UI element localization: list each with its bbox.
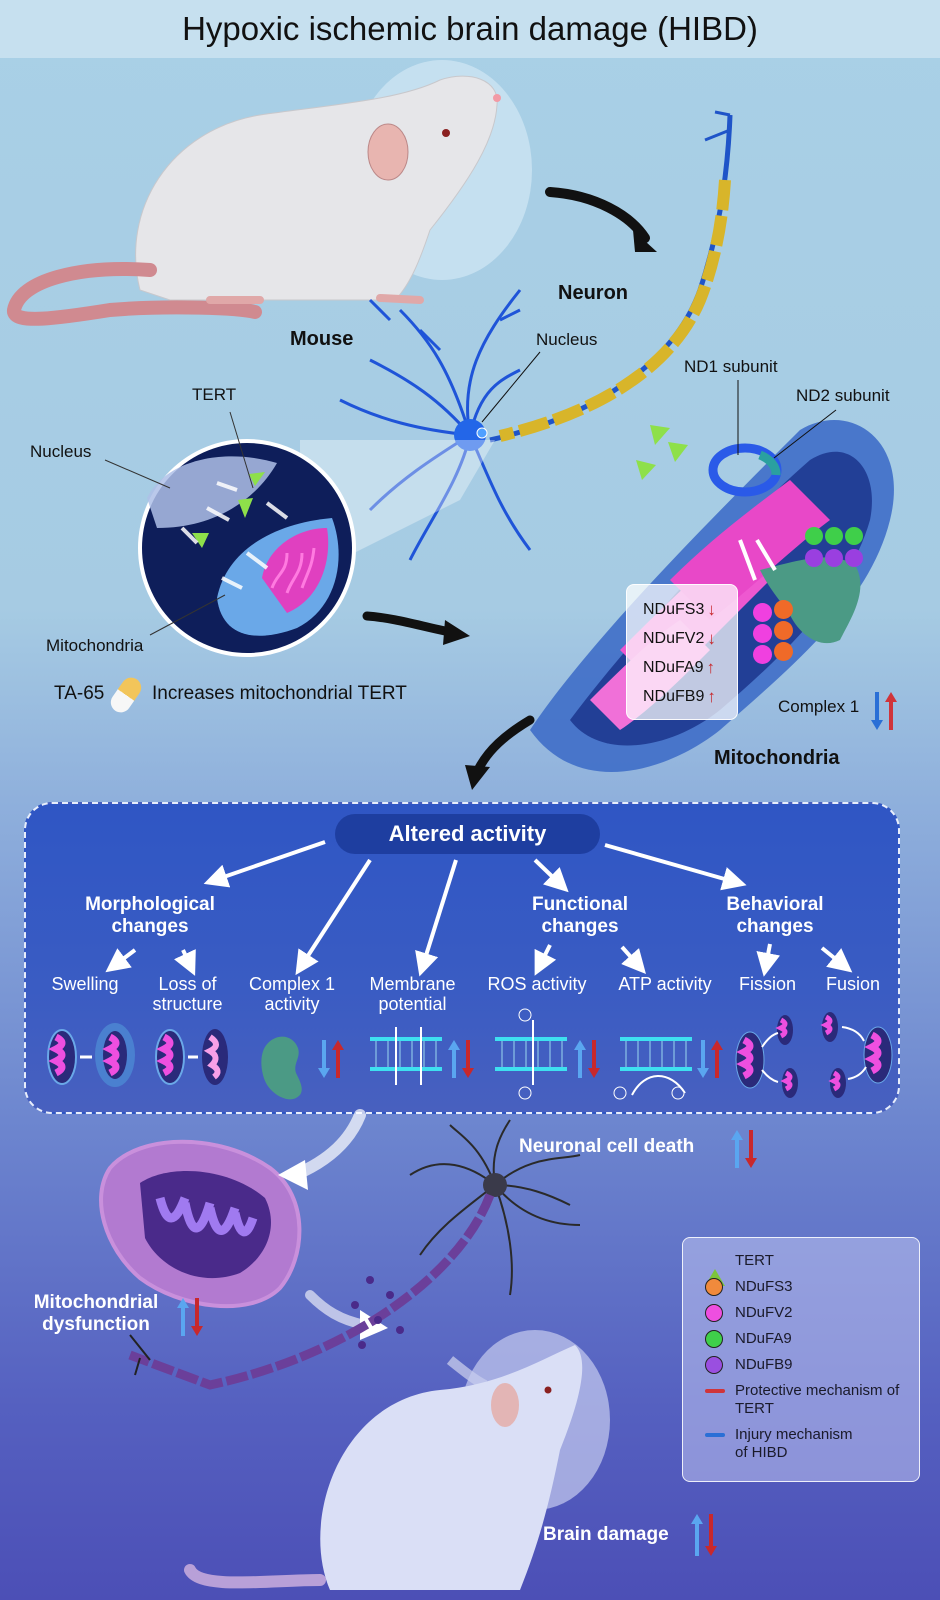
mitochondria-title: Mitochondria <box>714 747 840 769</box>
functional-changes-heading: Functional changes <box>531 894 629 937</box>
legend-label: NDuFA9 <box>735 1330 792 1347</box>
inset-tert-label: TERT <box>192 385 237 404</box>
loss-of-structure-label: Loss of structure <box>152 974 223 1014</box>
down-arrow-icon: ↓ <box>707 628 716 648</box>
subunit-name: NDuFB9 <box>643 687 705 705</box>
down-arrow-icon: ↓ <box>707 599 716 619</box>
behavioral-changes-heading: Behavioral changes <box>726 894 824 937</box>
legend-item-protective: Protective mechanism of TERT <box>705 1382 919 1418</box>
orange-circle-icon <box>705 1278 723 1296</box>
atp-activity-bilayer-icon <box>613 1037 692 1100</box>
neuron-axon <box>489 110 733 443</box>
neuronal-cell-death-arrows-icon <box>731 1130 757 1168</box>
purple-circle-icon <box>705 1356 723 1374</box>
membrane-potential-bilayer-icon <box>370 1027 442 1085</box>
bottom-mouse-illustration <box>184 1330 610 1590</box>
ros-activity-label: ROS activity <box>487 974 587 994</box>
arrow-to-activity <box>465 715 535 790</box>
mitochondrial-dysfunction-line1: Mitochondrial <box>33 1292 159 1313</box>
legend-label: Injury mechanism of HIBD <box>735 1426 853 1461</box>
green-circle-icon <box>705 1330 723 1348</box>
legend-label: NDuFB9 <box>735 1356 793 1373</box>
nd2-subunit-label: ND2 subunit <box>796 386 890 405</box>
subunit-row: NDuFS3↓ <box>643 595 737 624</box>
swelling-mitochondria-icon <box>47 1023 135 1087</box>
fusion-mitochondria-icon <box>820 1012 893 1098</box>
complex1-down-up-arrows-icon <box>871 692 897 730</box>
altered-activity-title: Altered activity <box>335 814 600 854</box>
fission-mitochondria-icon <box>735 1015 798 1098</box>
arrow-inset-to-mitochondria <box>362 611 470 645</box>
subunit-row: NDuFB9↑ <box>643 682 737 711</box>
inset-nucleus-label: Nucleus <box>30 442 92 461</box>
ros-activity-arrows-icon <box>574 1040 600 1078</box>
mouse-illustration <box>7 60 532 326</box>
legend-label: NDuFS3 <box>735 1278 793 1295</box>
subunit-leaders <box>737 380 837 459</box>
fission-label: Fission <box>738 974 796 994</box>
drug-name: TA-65 <box>54 683 105 704</box>
complex1-activity-label: Complex 1 activity <box>248 974 336 1014</box>
subunit-row: NDuFV2↓ <box>643 624 737 653</box>
membrane-potential-arrows-icon <box>448 1040 474 1078</box>
drug-effect: Increases mitochondrial TERT <box>152 683 407 704</box>
neuron-label: Neuron <box>558 282 628 304</box>
complex1-label: Complex 1 <box>778 697 860 716</box>
ros-activity-bilayer-icon <box>495 1008 567 1100</box>
complex1-activity-arrows-icon <box>318 1040 344 1078</box>
inset-mitochondria-label: Mitochondria <box>46 636 144 655</box>
inset-circle <box>138 439 356 657</box>
membrane-potential-label: Membrane potential <box>369 974 456 1014</box>
neuronal-cell-death-label: Neuronal cell death <box>519 1136 695 1157</box>
morphological-changes-heading: Morphological changes <box>85 894 215 937</box>
legend-item-ndufa9: NDuFA9 <box>705 1330 919 1348</box>
up-arrow-icon: ↑ <box>706 657 715 677</box>
up-arrow-icon: ↑ <box>707 686 716 706</box>
legend-label: Protective mechanism of TERT <box>735 1382 900 1417</box>
brain-damage-arrows-icon <box>691 1514 717 1556</box>
legend-item-tert: TERT <box>705 1252 919 1286</box>
brain-damage-label: Brain damage <box>543 1524 669 1545</box>
nd1-subunit-label: ND1 subunit <box>684 357 778 376</box>
legend: TERT NDuFS3 NDuFV2 NDuFA9 NDuFB9 Protect… <box>682 1237 920 1482</box>
atp-activity-arrows-icon <box>697 1040 723 1078</box>
legend-item-injury: Injury mechanism of HIBD <box>705 1426 919 1462</box>
subunit-change-box: NDuFS3↓ NDuFV2↓ NDuFA9↑ NDuFB9↑ <box>626 584 738 720</box>
magenta-circle-icon <box>705 1304 723 1322</box>
legend-item-ndufv2: NDuFV2 <box>705 1304 919 1322</box>
mitochondrial-dysfunction-label: Mitochondrial dysfunction <box>26 1292 166 1336</box>
dying-neuron-illustration <box>128 1119 581 1390</box>
mitochondrial-dysfunction-arrows-icon <box>177 1298 203 1336</box>
fusion-label: Fusion <box>825 974 881 994</box>
mouse-label: Mouse <box>290 328 354 350</box>
activity-branch-arrows <box>105 864 853 977</box>
loss-of-structure-mitochondria-icon <box>155 1029 228 1085</box>
subunit-row: NDuFA9↑ <box>643 653 737 682</box>
complex1-protein-icon <box>261 1036 302 1100</box>
arrow-mouse-to-neuron <box>545 187 657 252</box>
neuron-nucleus-label: Nucleus <box>536 330 598 349</box>
subunit-name: NDuFV2 <box>643 629 705 647</box>
page-title: Hypoxic ischemic brain damage (HIBD) <box>0 0 940 58</box>
neuron-nucleus-leader <box>481 351 541 423</box>
legend-item-ndufs3: NDuFS3 <box>705 1278 919 1296</box>
neuron-body <box>339 289 532 561</box>
atp-activity-label: ATP activity <box>618 974 712 994</box>
blue-line-icon <box>705 1433 725 1437</box>
red-line-icon <box>705 1389 725 1393</box>
legend-label: TERT <box>735 1252 774 1269</box>
activity-icons-row <box>47 1008 893 1100</box>
legend-item-ndufb9: NDuFB9 <box>705 1356 919 1374</box>
mitochondrial-dysfunction-line2: dysfunction <box>42 1314 150 1335</box>
legend-label: NDuFV2 <box>735 1304 793 1321</box>
subunit-name: NDuFA9 <box>643 658 704 676</box>
subunit-name: NDuFS3 <box>643 600 705 618</box>
swelling-label: Swelling <box>51 974 119 994</box>
damaged-mitochondria-illustration <box>99 1139 302 1309</box>
inset-leaders <box>104 411 254 636</box>
